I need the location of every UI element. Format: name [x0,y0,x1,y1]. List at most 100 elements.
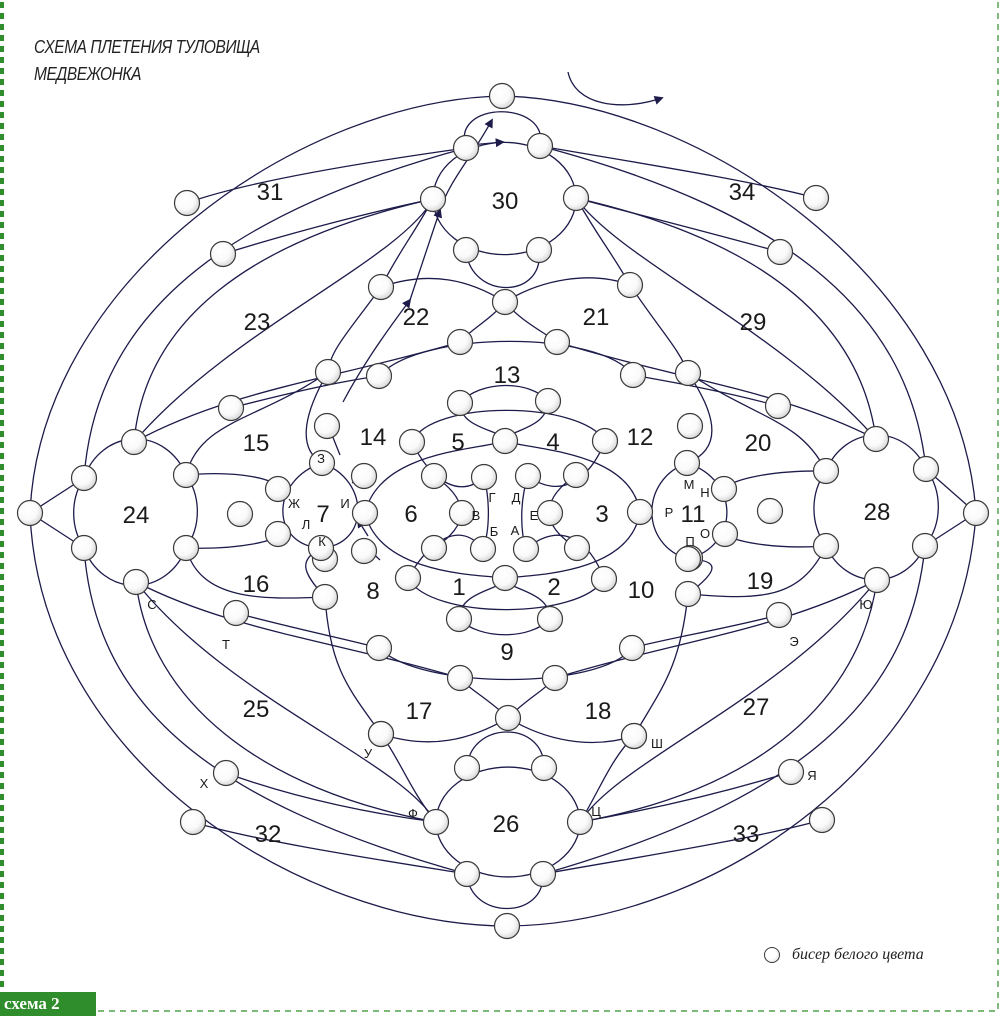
thread-line [542,819,823,875]
thread-line [135,581,461,679]
white-bead [173,189,201,217]
white-bead [543,328,571,356]
thread-line [575,197,781,253]
bead-letter: Е [530,508,539,523]
thread-line [465,249,540,289]
white-bead [962,499,990,527]
cell-number: 7 [316,501,329,528]
white-bead [70,534,98,562]
bead-letter: К [318,534,326,549]
bead-letter: У [364,746,373,761]
cell-number: 33 [733,821,760,848]
white-bead [541,664,569,692]
thread-line [83,547,468,875]
bead-letter: Ш [651,736,663,751]
title-line-2: МЕДВЕЖОНКА [34,64,142,84]
white-bead [563,534,591,562]
cell-number: 23 [244,309,271,336]
bead-letter: Д [512,490,521,505]
cell-number: 2 [547,574,560,601]
thread-line [185,533,279,549]
arrow [409,208,443,301]
white-bead [120,428,148,456]
cell-number: 29 [740,309,767,336]
thread-line [407,577,605,611]
cell-number: 27 [743,694,770,721]
thread-line [29,468,977,549]
white-bead [308,449,336,477]
legend: бисер белого цвета [764,943,924,967]
white-bead [488,82,516,110]
cell-number: 6 [404,501,417,528]
thread-line [542,545,926,875]
thread-line [463,111,542,149]
thread-line [579,735,635,823]
thread-line [554,579,878,679]
white-bead [367,273,395,301]
cell-number: 25 [243,696,270,723]
white-bead [764,392,792,420]
white-bead [398,428,426,456]
white-bead [536,499,564,527]
white-bead [179,808,207,836]
white-bead-icon [764,947,780,963]
white-bead [394,564,422,592]
thread-line [629,284,689,374]
thread-line [380,198,434,288]
bead-letter: Р [665,505,674,520]
cell-number: 16 [243,571,270,598]
white-bead [314,358,342,386]
white-bead [591,427,619,455]
white-bead [446,389,474,417]
thread-line [133,341,461,443]
white-bead [529,860,557,888]
cell-number: 15 [243,430,270,457]
thread-line [458,618,551,636]
white-bead [674,545,702,573]
thread-line [687,545,827,598]
white-bead [350,462,378,490]
thread-line [327,286,382,373]
bead-letter: О [700,526,710,541]
white-bead [422,808,450,836]
bead-letter: Н [700,485,709,500]
thread-line [411,409,606,443]
white-bead [226,500,254,528]
white-bead [445,605,473,633]
thread-line [225,772,437,823]
white-bead [313,412,341,440]
white-bead [470,463,498,491]
cell-number: 32 [255,821,282,848]
white-bead [802,184,830,212]
white-bead [446,664,474,692]
title-line-1: СХЕМА ПЛЕТЕНИЯ ТУЛОВИЩА [34,37,260,57]
bead-letter: Х [200,776,209,791]
white-bead [766,238,794,266]
cell-number: 18 [585,698,612,725]
thread-line [575,197,877,440]
white-bead [862,425,890,453]
white-bead [626,498,654,526]
bead-letter: Л [302,517,311,532]
thread-line [378,647,633,681]
thread-line [579,579,878,823]
white-bead [365,634,393,662]
thread-line [378,340,634,377]
white-bead [469,535,497,563]
white-bead [530,754,558,782]
white-bead [494,704,522,732]
white-bead [452,134,480,162]
cell-number: 5 [451,429,464,456]
bead-letter: В [472,508,481,523]
white-bead [70,464,98,492]
white-bead [365,362,393,390]
white-bead [493,912,521,940]
cell-number: 11 [681,501,706,528]
thread-line [235,612,380,649]
cell-number: 9 [500,639,513,666]
bead-letter: С [147,597,156,612]
white-bead [122,568,150,596]
cell-number: 26 [493,811,520,838]
